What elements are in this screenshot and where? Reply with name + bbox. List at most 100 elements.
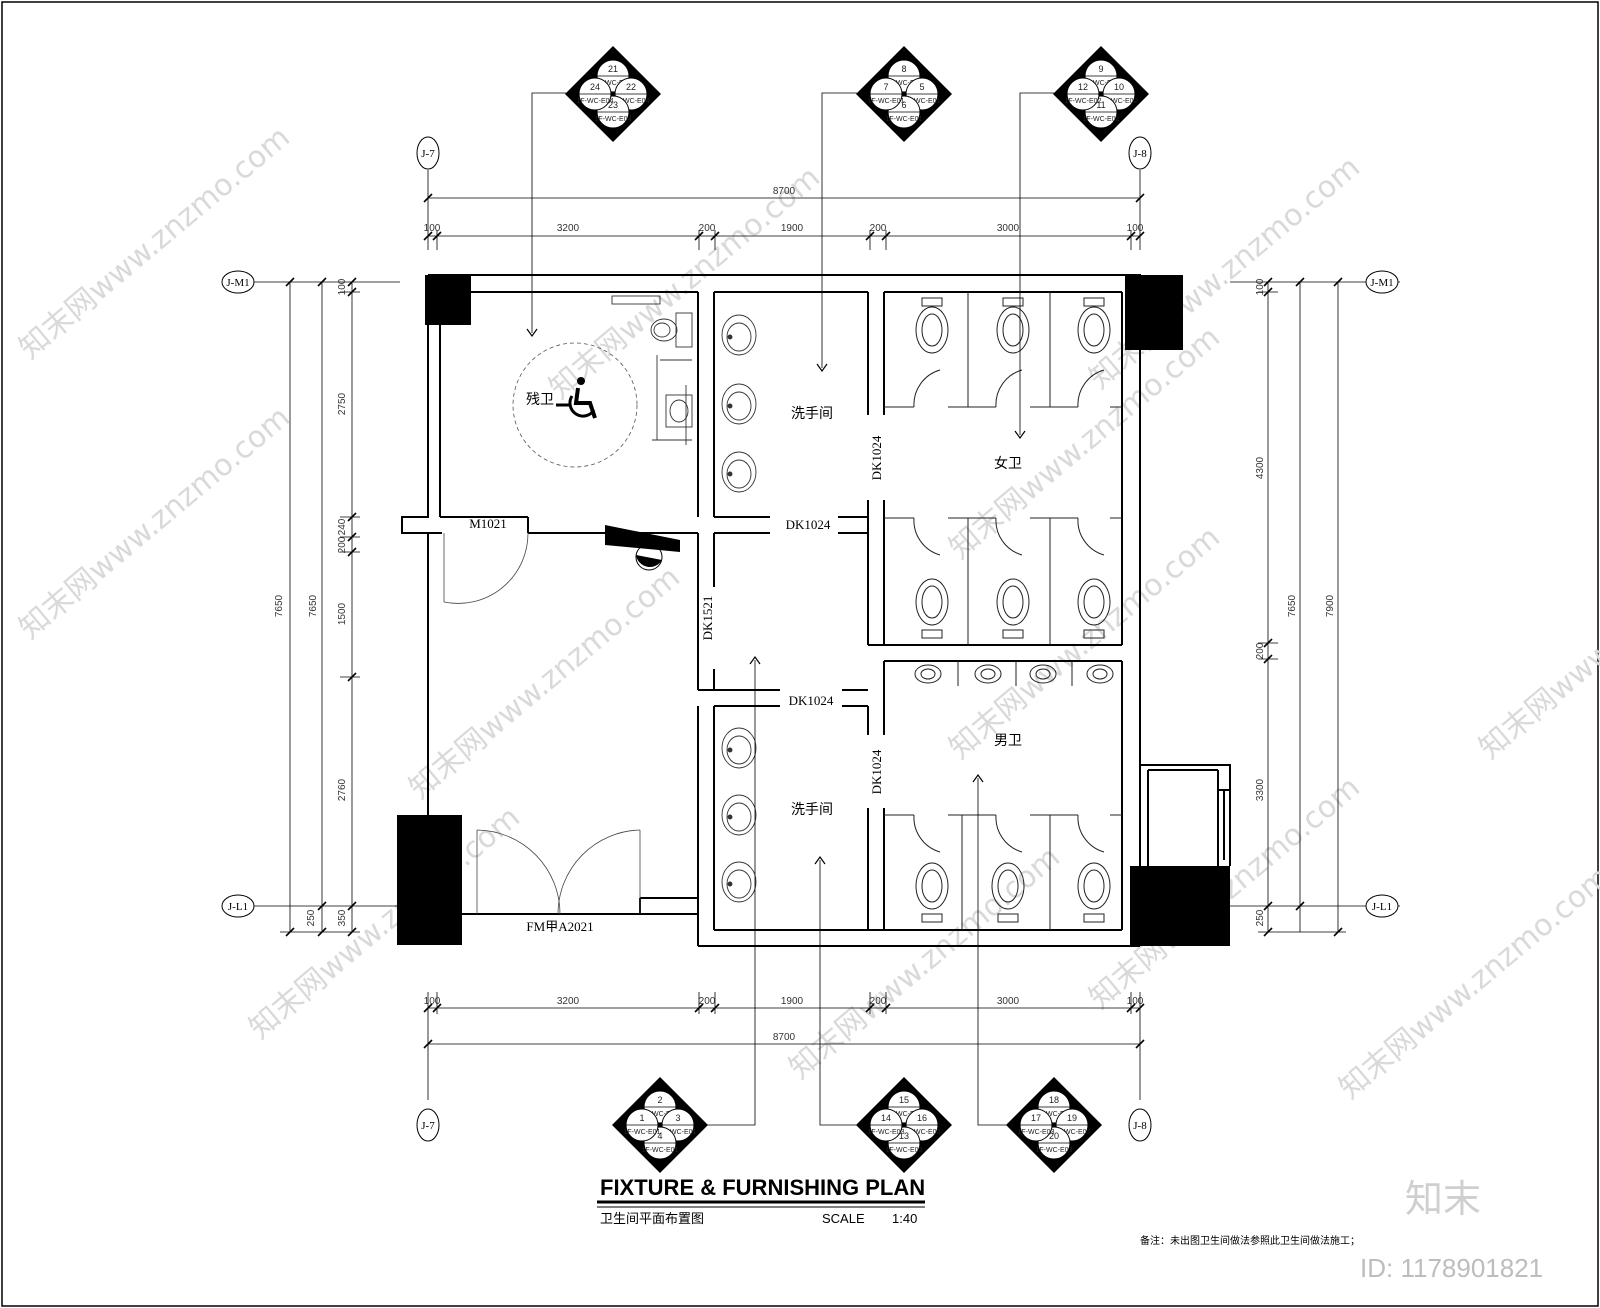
accessible-toilet [512,295,693,468]
room-label-accessible: 残卫 [526,392,554,408]
watermark-id: ID: 1178901821 [1360,1253,1543,1283]
tag-number: 18 [1049,1095,1059,1105]
tag-code: 1F-WC-E03 [1054,1129,1091,1136]
tag-diamond [612,1077,708,1173]
bottom-dimensions [427,992,1141,1100]
tag-number: 7 [883,82,888,92]
dim-top-seg: 200 [699,223,716,234]
room-label-washroom-upper: 洗手间 [791,406,833,422]
grid-label-j7-bottom: J-7 [421,1120,435,1132]
top-dim-ticks [423,193,1145,241]
tag-number: 9 [1098,64,1103,74]
dim-right-seg: 200 [1255,642,1266,659]
grid-label-jl1-right: J-L1 [1372,901,1392,913]
tag-code: 1F-WC-E04 [577,98,614,105]
dim-right-seg: 100 [1255,278,1266,295]
tag-number: 14 [881,1113,891,1123]
dim-bottom-seg: 200 [870,996,887,1007]
tag-diamond [856,46,952,142]
tag-code: 1F-WC-E02 [1083,116,1120,123]
elevation-tag: 211F-WC-E04221F-WC-E04231F-WC-E04241F-WC… [565,46,661,142]
dim-bottom-seg: 1900 [781,996,804,1007]
tag-code: 1F-WC-E02 [1065,98,1102,105]
dim-right-inner: 7650 [1287,594,1298,617]
tag-code: 1F-WC-E01 [886,116,923,123]
dim-right-seg: 4300 [1255,456,1266,479]
watermark-text: 知末网www.znzmo.com [943,520,1227,766]
tag-number: 11 [1096,100,1105,110]
wheelchair-icon [556,377,597,419]
watermark-text: 知末网www.znzmo.com [1473,520,1600,766]
drawing-note: 备注：未出图卫生间做法参照此卫生间做法施工； [1140,1234,1360,1247]
grid-bubbles [221,136,1399,1142]
door-m1021[interactable] [443,532,529,604]
drawing-title: FIXTURE & FURNISHING PLAN [600,1175,925,1200]
turning-circle [512,342,638,468]
columns [397,275,1230,946]
tag-diamond [856,1077,952,1173]
tag-number: 13 [899,1131,909,1141]
right-dim-ticks [1263,277,1343,937]
grid-label-j8-bottom: J-8 [1133,1120,1147,1132]
watermark-text: 知末网www.znzmo.com [13,120,297,366]
tag-number: 15 [899,1095,909,1105]
female-stalls [884,292,1122,645]
drawing-subtitle: 卫生间平面布置图 [600,1212,704,1227]
tag-code: 1F-WC-E03 [868,1129,905,1136]
elevation-tag: 91F-WC-E02101F-WC-E02111F-WC-E02121F-WC-… [1053,46,1149,142]
tag-code: 1F-WC-E02 [1083,80,1120,87]
dim-right-seg: 3300 [1255,778,1266,801]
tag-number: 8 [901,64,906,74]
dim-bottom-total: 8700 [773,1032,796,1043]
tag-code: 1F-WC-E01 [904,98,941,105]
scale-value: 1:40 [892,1211,917,1226]
dim-left-outer: 7650 [274,594,285,617]
tag-code: 1F-WC-E03 [886,1147,923,1154]
tag-code: 1F-WC-E01 [886,80,923,87]
tag-code: 1F-WC-E04 [595,116,632,123]
tag-code: 1F-WC-E03 [904,1129,941,1136]
tag-code: 1F-WC-E03 [1036,1147,1073,1154]
dim-top-seg: 3000 [997,223,1020,234]
tag-number: 16 [917,1113,927,1123]
watermark-text: 知末网www.znzmo.com [13,400,297,646]
basins-lower [721,727,757,903]
dim-left-seg: 240 [337,518,348,535]
tag-code: 1F-WC-E03 [1018,1129,1055,1136]
tag-diamond [1006,1077,1102,1173]
tag-code: 1F-WC-E04 [595,80,632,87]
watermark-text: 知末网www.znzmo.com [1083,150,1367,396]
dim-left-seg: 100 [337,278,348,295]
room-label-female: 女卫 [994,455,1022,472]
tag-number: 2 [657,1095,662,1105]
top-dimensions [427,170,1141,250]
hydrant-icon [605,525,680,571]
view-arrows [526,328,1026,865]
door-fm[interactable] [476,829,641,915]
watermark-text: 知末网www.znzmo.com [403,560,687,806]
dim-top-total: 8700 [773,186,796,197]
tag-code: 1F-WC-E04 [613,98,650,105]
tag-number: 23 [608,100,618,110]
tag-code: 1F-WC-E01 [624,1129,661,1136]
wc-fixture [611,295,693,445]
dim-top-seg: 100 [1127,223,1144,234]
scale-label: SCALE [822,1211,865,1226]
room-label-male: 男卫 [994,733,1022,749]
watermark-brand: 知末 [1405,1177,1481,1221]
dim-left-seg: 2760 [337,778,348,801]
dim-top-seg: 200 [870,223,887,234]
dim-bottom-seg: 100 [1127,996,1144,1007]
door-label-fm: FM甲A2021 [526,919,593,934]
dim-bottom-seg: 3200 [557,996,580,1007]
door-label-m1021: M1021 [469,516,507,531]
watermark-text: 知末网www.znzmo.com [943,320,1227,566]
tag-diamond [1053,46,1149,142]
tag-number: 22 [626,82,636,92]
elevation-tag: 181F-WC-E03191F-WC-E03201F-WC-E03171F-WC… [1006,1077,1102,1173]
tag-number: 24 [590,82,600,92]
grid-label-j8-top: J-8 [1133,148,1147,160]
